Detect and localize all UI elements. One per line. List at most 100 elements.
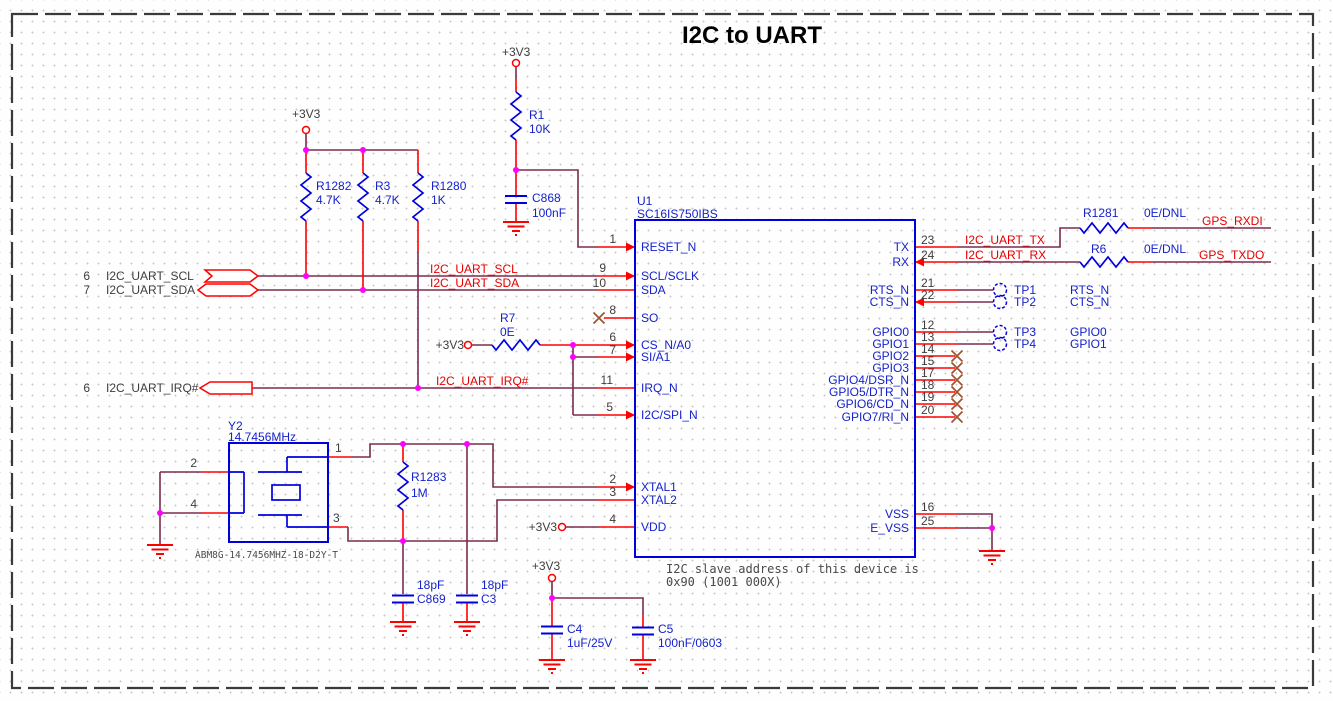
- pin-name: CTS_N: [870, 295, 909, 309]
- tp-ref: TP1: [1014, 283, 1036, 297]
- port-sheet-number: 6: [83, 381, 90, 395]
- ground-symbol: [147, 544, 173, 559]
- ref: R6: [1091, 242, 1107, 256]
- port-shape[interactable]: [202, 269, 260, 283]
- value: 18pF: [417, 578, 444, 592]
- pin-name: E_VSS: [870, 521, 909, 535]
- tp-ref: TP4: [1014, 337, 1036, 351]
- pin-name: RTS_N: [870, 283, 909, 297]
- crystal-body[interactable]: [228, 442, 329, 543]
- pin-name: GPIO4/DSR_N: [828, 373, 909, 387]
- ref: R1282: [316, 179, 352, 193]
- port-shape[interactable]: [198, 381, 253, 395]
- ref: C5: [658, 622, 674, 636]
- pin-number: 6: [609, 330, 616, 344]
- resistor-r1283[interactable]: R1283 1M: [396, 461, 447, 511]
- resistor-r3[interactable]: R3 4.7K: [356, 172, 400, 222]
- testpoint-tp2[interactable]: TP2 CTS_N: [992, 294, 1110, 310]
- pin-number: 3: [609, 485, 616, 499]
- pin-name: GPIO0: [872, 325, 909, 339]
- value: 4.7K: [316, 193, 341, 207]
- port-i2c-uart-scl[interactable]: 6 I2C_UART_SCL: [83, 269, 260, 283]
- note-line-1: I2C slave address of this device is: [666, 562, 919, 576]
- resistor-r1[interactable]: R1 10K: [509, 91, 550, 141]
- no-connect-marks: [592, 311, 964, 424]
- net-label-sda: I2C_UART_SDA: [430, 276, 519, 290]
- power-label: +3V3: [532, 559, 561, 573]
- resistor-r1281[interactable]: R1281 0E/DNL: [1079, 206, 1186, 235]
- pin-number: 5: [606, 400, 613, 414]
- ground-symbol: [390, 621, 416, 636]
- testpoint-tp4[interactable]: TP4 GPIO1: [992, 336, 1108, 352]
- resistor-r1282[interactable]: R1282 4.7K: [299, 172, 352, 222]
- port-label: I2C_UART_SDA: [106, 283, 195, 297]
- capacitor-c3[interactable]: 18pF C3: [456, 578, 508, 606]
- chip-part: SC16IS750IBS: [637, 207, 718, 221]
- pin-number: 15: [921, 354, 935, 368]
- pin-number: 17: [921, 366, 935, 380]
- value: 0E: [500, 325, 515, 339]
- pin-name: XTAL1: [641, 480, 677, 494]
- tp-ref: TP3: [1014, 325, 1036, 339]
- net-label-irq: I2C_UART_IRQ#: [436, 374, 529, 388]
- pin-name: VDD: [641, 520, 667, 534]
- power-3v3: +3V3: [436, 338, 473, 352]
- power-3v3: +3V3: [502, 45, 531, 68]
- crystal-y2[interactable]: Y2 14.7456MHz ABM8G-14.7456MHZ-18-D2Y-T …: [190, 419, 342, 561]
- power-label: +3V3: [502, 45, 531, 59]
- resistor-r6[interactable]: R6 0E/DNL: [1079, 242, 1186, 269]
- testpoint-tp1[interactable]: TP1 RTS_N: [992, 282, 1110, 298]
- pin-number: 22: [921, 288, 935, 302]
- pin-number: 7: [609, 343, 616, 357]
- ref: C869: [417, 592, 446, 606]
- capacitor-c4[interactable]: C4 1uF/25V: [541, 622, 612, 650]
- wires: [159, 67, 1271, 615]
- capacitor-c868[interactable]: C868 100nF: [505, 191, 566, 220]
- port-i2c-uart-irq[interactable]: 6 I2C_UART_IRQ#: [83, 381, 253, 395]
- ref: C4: [567, 622, 583, 636]
- value: 14.7456MHz: [228, 430, 296, 444]
- tp-net: CTS_N: [1070, 295, 1109, 309]
- testpoint-tp3[interactable]: TP3 GPIO0: [992, 324, 1108, 340]
- net-label-tx: I2C_UART_TX: [965, 233, 1045, 247]
- pin-arrows: [626, 242, 924, 492]
- net-labels: I2C_UART_SCL I2C_UART_SDA I2C_UART_IRQ# …: [430, 214, 1264, 388]
- pin-name: XTAL2: [641, 493, 677, 507]
- chip-u1[interactable]: U1 SC16IS750IBS 1 9 10 8 6 7 11 5 2 3 4 …: [593, 194, 935, 558]
- pin-name: GPIO6/CD_N: [836, 397, 909, 411]
- pin-number: 18: [921, 378, 935, 392]
- pin-number: 10: [593, 276, 607, 290]
- net-label-gps-txdo: GPS_TXDO: [1199, 248, 1264, 262]
- pin-name: CS_N/A0: [641, 338, 691, 352]
- pin-number: 16: [921, 500, 935, 514]
- resistor-r7[interactable]: R7 0E: [491, 311, 541, 352]
- net-label-scl: I2C_UART_SCL: [430, 262, 518, 276]
- pin-number: 1: [609, 232, 616, 246]
- ground-symbol: [454, 621, 480, 636]
- crystal-element: [271, 484, 301, 501]
- capacitor-c5[interactable]: C5 100nF/0603: [632, 622, 722, 650]
- ground-symbol: [630, 659, 656, 674]
- port-i2c-uart-sda[interactable]: 7 I2C_UART_SDA: [83, 283, 260, 297]
- chip-body[interactable]: [634, 219, 916, 558]
- pin-number: 11: [601, 373, 614, 387]
- port-shape[interactable]: [196, 283, 260, 297]
- capacitor-c869[interactable]: 18pF C869: [392, 578, 446, 606]
- crystal-pin-number: 4: [190, 497, 197, 511]
- resistor-r1280[interactable]: R1280 1K: [411, 172, 467, 222]
- value: 100nF: [532, 206, 566, 220]
- pin-name: SDA: [641, 283, 666, 297]
- pin-number: 19: [921, 390, 935, 404]
- port-sheet-number: 6: [83, 269, 90, 283]
- power-label: +3V3: [436, 338, 465, 352]
- ref: R1281: [1083, 206, 1119, 220]
- pin-number: 23: [921, 233, 935, 247]
- net-label-rx: I2C_UART_RX: [965, 248, 1046, 262]
- power-symbols: +3V3 +3V3 +3V3 +3V3 +3V3: [292, 45, 567, 583]
- power-label: +3V3: [529, 520, 558, 534]
- value: 4.7K: [375, 193, 400, 207]
- port-label: I2C_UART_SCL: [106, 269, 194, 283]
- pin-name: SO: [641, 311, 658, 325]
- value: 1M: [411, 486, 428, 500]
- note-line-2: 0x90 (1001 000X): [666, 575, 782, 589]
